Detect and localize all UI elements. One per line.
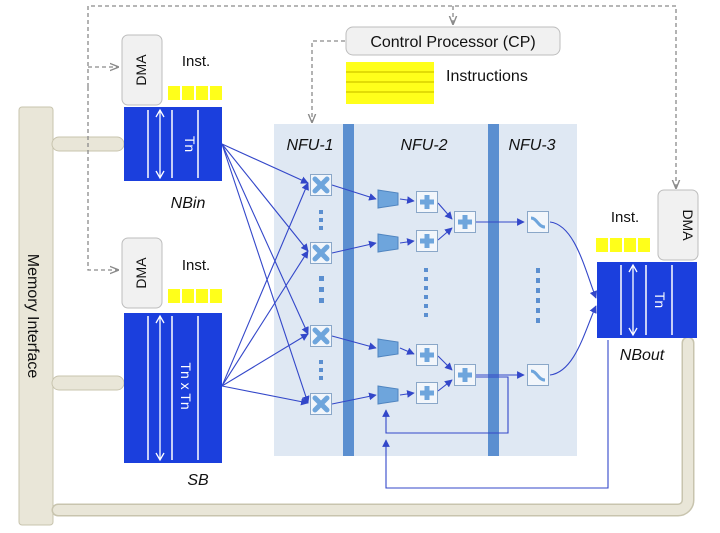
cp-to-nbout-dma-line (87, 5, 676, 188)
sigmoid-icon (526, 211, 550, 233)
adder-icon (455, 212, 476, 233)
instructions-label: Instructions (446, 68, 528, 85)
sb-inst-queue (168, 289, 222, 303)
nbin-inst-queue (168, 86, 222, 100)
nbin-dma-label: DMA (133, 54, 149, 86)
nbin-buffer (124, 107, 222, 181)
control-lines (87, 5, 676, 270)
output-wires (382, 221, 609, 489)
nbout-dma-box (657, 189, 699, 261)
nbin-name: NBin (171, 195, 206, 212)
nfu-2-units (377, 189, 476, 405)
multiplier-icon (311, 243, 332, 264)
nfu-2-ellipsis (424, 268, 428, 317)
nbin-dma-box (121, 34, 163, 106)
sb-dma-label: DMA (133, 257, 149, 289)
nbin-buffer-text: Tn (182, 136, 198, 152)
nfu-1-units (311, 175, 332, 415)
nfu-divider-2 (488, 124, 499, 456)
nbout-buffer-text: Tn (652, 292, 668, 308)
cp-to-nfu-line (312, 40, 345, 122)
nbout-block: DMA Inst. Tn NBout (596, 189, 699, 364)
trapezoid-shifter-icon (377, 385, 399, 405)
sb-buffer-text: Tn x Tn (178, 362, 194, 409)
sb-dma-box (121, 237, 163, 309)
nbout-inst-label: Inst. (611, 209, 639, 226)
input-crossbar (221, 143, 310, 406)
trapezoid-shifter-icon (377, 338, 399, 358)
memory-to-sb-connector (51, 375, 125, 391)
adder-icon (417, 231, 438, 252)
multiplier-icon (311, 394, 332, 415)
trapezoid-shifter-icon (377, 233, 399, 253)
sigmoid-icon (526, 364, 550, 386)
sb-name: SB (187, 472, 209, 489)
multiplier-icon (311, 175, 332, 196)
control-processor: Control Processor (CP) Instructions (345, 26, 561, 104)
cp-to-sb-dma-line (87, 87, 118, 270)
nbout-dma-label: DMA (680, 209, 696, 241)
memory-interface-label: Memory Interface (24, 254, 41, 379)
control-processor-box (345, 26, 561, 56)
adder-icon (455, 365, 476, 386)
sb-buffer (124, 313, 222, 463)
adder-icon (417, 192, 438, 213)
sb-block: DMA Inst. Tn x Tn SB (121, 237, 222, 489)
nbout-inst-queue (596, 238, 650, 252)
trapezoid-shifter-icon (377, 189, 399, 209)
control-processor-label: Control Processor (CP) (370, 34, 535, 51)
adder-icon (417, 345, 438, 366)
nfu-2-wires (331, 184, 525, 434)
nbin-inst-label: Inst. (182, 53, 210, 70)
nfu-divider-1 (343, 124, 354, 456)
nfu-1-ellipsis (319, 210, 324, 380)
nfu-2-label: NFU-2 (400, 137, 447, 154)
nbout-buffer (597, 262, 697, 338)
nfu-3-ellipsis (536, 268, 540, 323)
nfu-3-label: NFU-3 (508, 137, 555, 154)
memory-bottom-rail-inner (53, 338, 693, 515)
nbout-name: NBout (620, 347, 665, 364)
adder-icon (417, 383, 438, 404)
memory-interface: Memory Interface (18, 106, 695, 526)
memory-interface-bar (18, 106, 54, 526)
instruction-stack (346, 62, 434, 104)
nfu-3-units (526, 211, 550, 386)
nbin-block: DMA Inst. Tn NBin (121, 34, 222, 212)
multiplier-icon (311, 326, 332, 347)
sb-inst-label: Inst. (182, 257, 210, 274)
nfu-1-label: NFU-1 (286, 137, 333, 154)
